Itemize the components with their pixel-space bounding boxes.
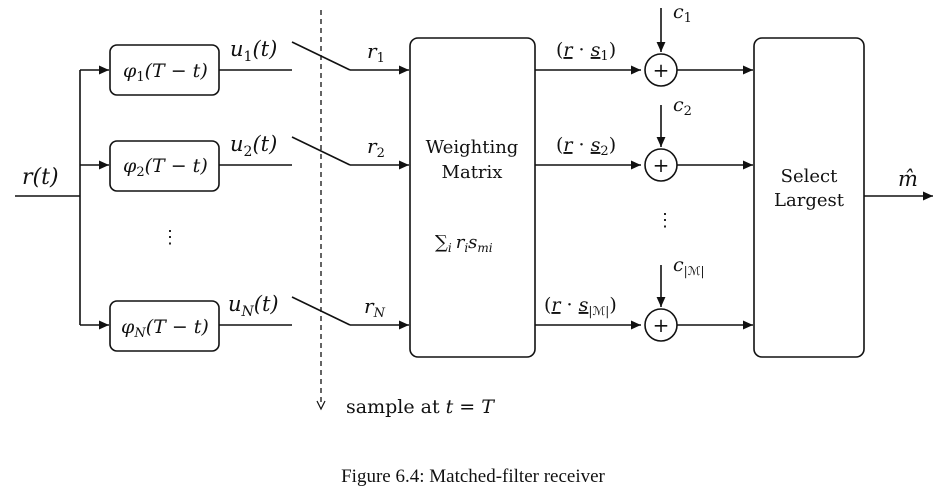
c2-label: c2 xyxy=(673,94,692,119)
switch-2 xyxy=(291,136,351,166)
cm-label: c|ℳ| xyxy=(673,254,705,278)
filter-label-n: φN(T − t) xyxy=(121,316,209,341)
select-largest-box xyxy=(753,37,865,358)
filter-label-1: φ1(T − t) xyxy=(123,60,208,85)
r2-label: r2 xyxy=(367,134,385,161)
weighting-line2: Matrix xyxy=(442,162,503,183)
filter-box-2 xyxy=(109,140,220,192)
corr-label-1: (r · s1) xyxy=(556,39,616,64)
sample-arrow-tip xyxy=(316,400,326,411)
filter-box-n xyxy=(109,300,220,352)
c1-label: c1 xyxy=(673,1,692,26)
weighting-matrix-box xyxy=(409,37,536,358)
corr-label-2: (r · s2) xyxy=(556,134,616,159)
filter-vdots: ⋮ xyxy=(161,227,179,248)
un-label: uN(t) xyxy=(228,292,279,320)
weighting-line1: Weighting xyxy=(426,137,519,158)
u2-label: u2(t) xyxy=(230,132,277,160)
sample-label: sample at t = T xyxy=(346,396,495,418)
rn-label: rN xyxy=(364,294,386,321)
output-label: m̂ xyxy=(898,167,918,191)
figure-caption: Figure 6.4: Matched-filter receiver xyxy=(341,466,605,487)
u1-label: u1(t) xyxy=(230,37,277,65)
adder-plus-1: + xyxy=(653,58,670,82)
filter-label-2: φ2(T − t) xyxy=(123,155,208,180)
r1-label: r1 xyxy=(367,39,385,66)
adder-vdots: ⋮ xyxy=(656,210,674,231)
select-line2: Largest xyxy=(774,190,845,211)
corr-label-n: (r · s|ℳ|) xyxy=(544,294,617,318)
adder-plus-n: + xyxy=(653,313,670,337)
adder-plus-2: + xyxy=(653,153,670,177)
input-signal-label: r(t) xyxy=(22,165,59,190)
select-line1: Select xyxy=(781,166,838,187)
